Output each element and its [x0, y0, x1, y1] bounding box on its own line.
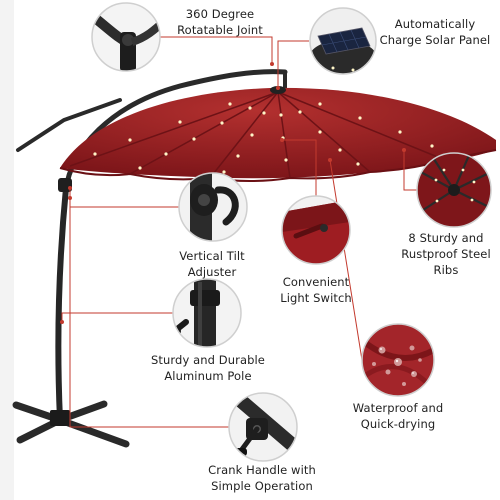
tilt-adjuster-icon	[190, 173, 239, 241]
light-switch-icon	[282, 200, 350, 264]
led-lights	[93, 102, 434, 174]
umbrella	[12, 69, 497, 448]
support-strut	[16, 98, 122, 152]
water-droplets-icon	[362, 324, 434, 396]
leader-lines	[61, 36, 417, 428]
canopy-seams	[69, 91, 446, 179]
detail-ribs	[416, 152, 492, 228]
detail-tilt	[178, 172, 248, 242]
rotatable-joint-icon	[92, 13, 160, 71]
detail-joint	[91, 2, 161, 72]
aluminum-pole-icon	[173, 279, 220, 347]
canopy	[60, 87, 496, 179]
cross-base	[12, 400, 130, 448]
wall-shadow	[0, 0, 14, 500]
steel-ribs-icon	[417, 153, 491, 227]
main-pole	[55, 185, 69, 423]
crank-handle-icon	[233, 393, 297, 456]
detail-crank	[228, 392, 298, 462]
detail-waterproof	[361, 323, 435, 397]
leader-dots	[60, 62, 406, 324]
solar-panel-icon	[310, 27, 376, 74]
detail-solar	[309, 7, 377, 75]
detail-pole	[172, 278, 242, 348]
detail-switch	[281, 195, 351, 265]
